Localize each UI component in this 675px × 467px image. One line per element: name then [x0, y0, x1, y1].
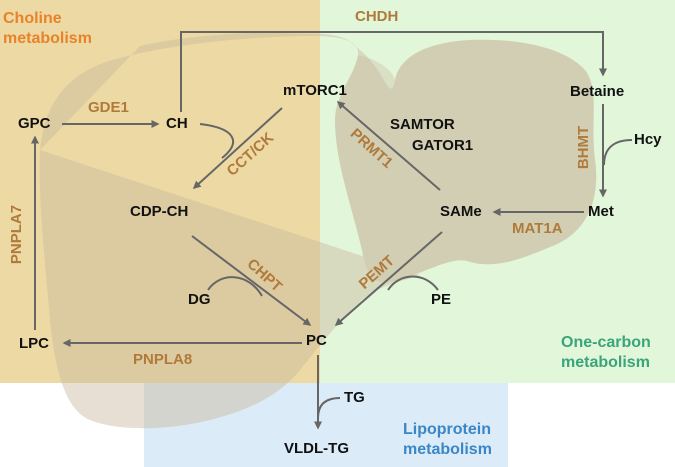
enzyme-bhmt: BHMT: [575, 125, 593, 170]
choline-title-line2: metabolism: [3, 30, 92, 47]
one-carbon-title-line1: One-carbon: [561, 334, 651, 351]
node-cdp-ch: CDP-CH: [130, 203, 189, 220]
lipoprotein-title-line1: Lipoprotein: [403, 421, 491, 438]
arrow-ch-to-betaine: [180, 31, 607, 112]
arrow-pe-curve: [387, 275, 439, 291]
node-hcy: Hcy: [634, 131, 662, 148]
node-gpc: GPC: [18, 115, 51, 132]
choline-region-title: Choline metabolism: [3, 9, 92, 49]
node-met: Met: [588, 203, 614, 220]
node-vldl-tg: VLDL-TG: [284, 440, 349, 457]
arrow-cdpch-to-pc: [191, 235, 312, 326]
node-same: SAMe: [440, 203, 482, 220]
arrow-ch-curve: [199, 123, 234, 159]
enzyme-chdh: CHDH: [355, 8, 399, 25]
arrow-dg-curve: [207, 276, 263, 297]
arrow-tg-curve: [317, 397, 341, 419]
lipoprotein-region: [144, 383, 508, 467]
one-carbon-title-line2: metabolism: [561, 354, 650, 371]
node-dg: DG: [188, 291, 211, 308]
enzyme-mat1a: MAT1A: [512, 220, 563, 237]
node-pc: PC: [306, 332, 327, 349]
liver-right-lobe: [335, 39, 597, 283]
node-lpc: LPC: [19, 335, 49, 352]
node-mtorc1: mTORC1: [283, 82, 347, 99]
lipoprotein-title-line2: metabolism: [403, 441, 492, 458]
arrow-hcy-curve: [603, 139, 633, 166]
arrow-mtorc1-to-cdpch: [192, 107, 283, 190]
node-ch: CH: [166, 115, 188, 132]
one-carbon-region-title: One-carbon metabolism: [561, 333, 651, 373]
node-pe: PE: [431, 291, 452, 308]
enzyme-pnpla7: PNPLA7: [8, 204, 26, 265]
node-samtor: SAMTOR: [390, 116, 455, 133]
node-gator1: GATOR1: [412, 137, 474, 154]
arrow-same-to-mtorc1: [336, 101, 441, 191]
node-tg: TG: [344, 389, 365, 406]
one-carbon-region: [320, 0, 675, 383]
arrow-same-to-pc: [334, 231, 443, 326]
lipoprotein-region-title: Lipoprotein metabolism: [403, 420, 492, 460]
choline-title-line1: Choline: [3, 10, 62, 27]
node-betaine: Betaine: [570, 83, 625, 100]
choline-region: [0, 0, 320, 383]
enzyme-pnpla8: PNPLA8: [133, 351, 193, 368]
liver-silhouette: [39, 33, 597, 429]
enzyme-gde1: GDE1: [88, 99, 129, 116]
